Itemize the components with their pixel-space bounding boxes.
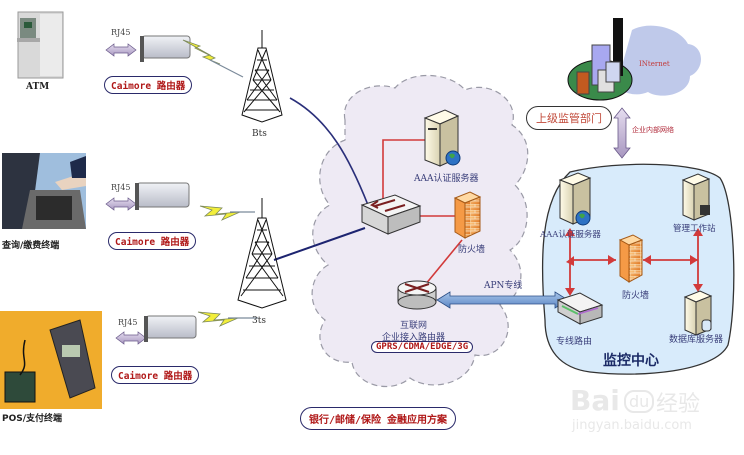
monitor-center-title: 监控中心 — [603, 353, 659, 369]
tower-icon-2 — [237, 198, 287, 309]
watermark-url: jingyan.baidu.com — [572, 418, 692, 433]
tower-label-2: 3ts — [252, 316, 266, 326]
rj45-label-3: RJ45 — [118, 318, 138, 327]
apn-label: APN专线 — [484, 281, 523, 291]
db-server-icon — [683, 290, 713, 336]
intranet-link-label: 企业内部网络 — [632, 126, 674, 134]
terminal-label-atm: ATM — [26, 82, 50, 92]
leased-line-router-icon — [556, 292, 604, 325]
cloud-firewall-label: 防火墙 — [458, 245, 486, 255]
monitor-center-red-links — [565, 228, 703, 296]
cloud-firewall-icon — [453, 191, 482, 239]
tower2-link — [273, 227, 366, 261]
caimore-router-label-3: Caimore 路由器 — [111, 366, 200, 384]
mgmt-station-label: 管理工作站 — [673, 224, 716, 234]
tower-icon-1 — [241, 30, 283, 123]
carrier-cloud — [311, 74, 529, 387]
gateway-router-label-2: 企业接入路由器 — [382, 333, 446, 343]
center-aaa-server-icon — [558, 172, 592, 226]
network-types-badge: GPRS/CDMA/EDGE/3G — [371, 341, 474, 353]
tower-label-1: Bts — [252, 129, 267, 139]
pos-terminal-icon — [0, 311, 102, 409]
rj45-label-1: RJ45 — [111, 28, 131, 37]
gateway-router-label-1: 互联网 — [400, 321, 428, 331]
rj45-label-2: RJ45 — [111, 183, 131, 192]
caimore-router-label-1: Caimore 路由器 — [104, 76, 193, 94]
atm-icon — [17, 11, 64, 79]
core-switch-icon — [360, 194, 422, 235]
cloud-aaa-server-label: AAA认证服务器 — [414, 174, 479, 184]
terminal-label-kiosk: 查询/缴费终端 — [2, 241, 60, 251]
db-server-label: 数据库服务器 — [669, 335, 724, 345]
gateway-router-icon — [397, 280, 437, 310]
caimore-router-devices — [135, 35, 197, 342]
caimore-router-label-2: Caimore 路由器 — [108, 232, 197, 250]
terminal-label-pos: POS/支付终端 — [2, 414, 63, 424]
kiosk-icon — [2, 153, 86, 229]
center-aaa-server-label: AAA认证服务器 — [540, 230, 601, 240]
center-firewall-label: 防火墙 — [622, 291, 650, 301]
supervisor-link-arrow — [613, 107, 631, 159]
cloud-aaa-server-icon — [423, 109, 461, 167]
internet-label: INternet — [639, 60, 670, 68]
watermark-suffix: 经验 — [656, 392, 701, 417]
tower1-link — [289, 97, 369, 206]
solution-title: 银行/邮储/保险 金融应用方案 — [300, 407, 457, 430]
watermark-brand: Bai — [570, 384, 620, 417]
wireless-link-icons — [182, 39, 241, 327]
rj45-arrows — [105, 43, 147, 345]
supervisor-dept-label: 上级监管部门 — [526, 106, 612, 130]
leased-line-router-label: 专线路由 — [556, 337, 593, 347]
mgmt-station-icon — [681, 173, 711, 221]
supervisor-building-icon — [567, 18, 702, 101]
center-firewall-icon — [618, 234, 644, 283]
watermark-paw: du — [624, 390, 655, 413]
